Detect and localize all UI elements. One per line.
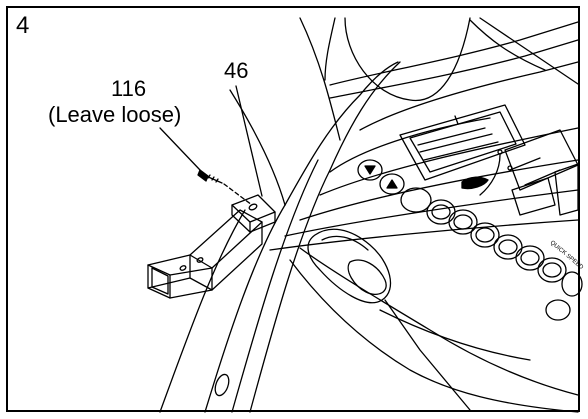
console-key-row (400, 187, 583, 321)
console-quick-speed-text: QUICK SPEED (549, 240, 585, 271)
step-number: 4 (16, 12, 30, 39)
crossbar-bracket (147, 194, 276, 299)
arrow-down-button-icon (357, 159, 383, 181)
figure-frame (6, 6, 580, 412)
screw-icon (197, 169, 223, 184)
upright-slot (214, 373, 230, 397)
console-lower-tray (289, 247, 579, 413)
leader-line-116 (159, 127, 201, 171)
safety-key-icon (461, 176, 489, 190)
console-housing (269, 17, 579, 251)
callout-part-116: 116 (111, 76, 147, 101)
callout-part-116-note: (Leave loose) (48, 102, 182, 127)
leader-line-46 (235, 85, 263, 197)
console-display (399, 104, 579, 216)
callout-part-46: 46 (224, 58, 249, 83)
upright-frame (159, 17, 401, 413)
arrow-up-button-icon (379, 173, 405, 195)
alignment-dashed-line (223, 183, 253, 206)
handlebar-grip (307, 228, 471, 411)
